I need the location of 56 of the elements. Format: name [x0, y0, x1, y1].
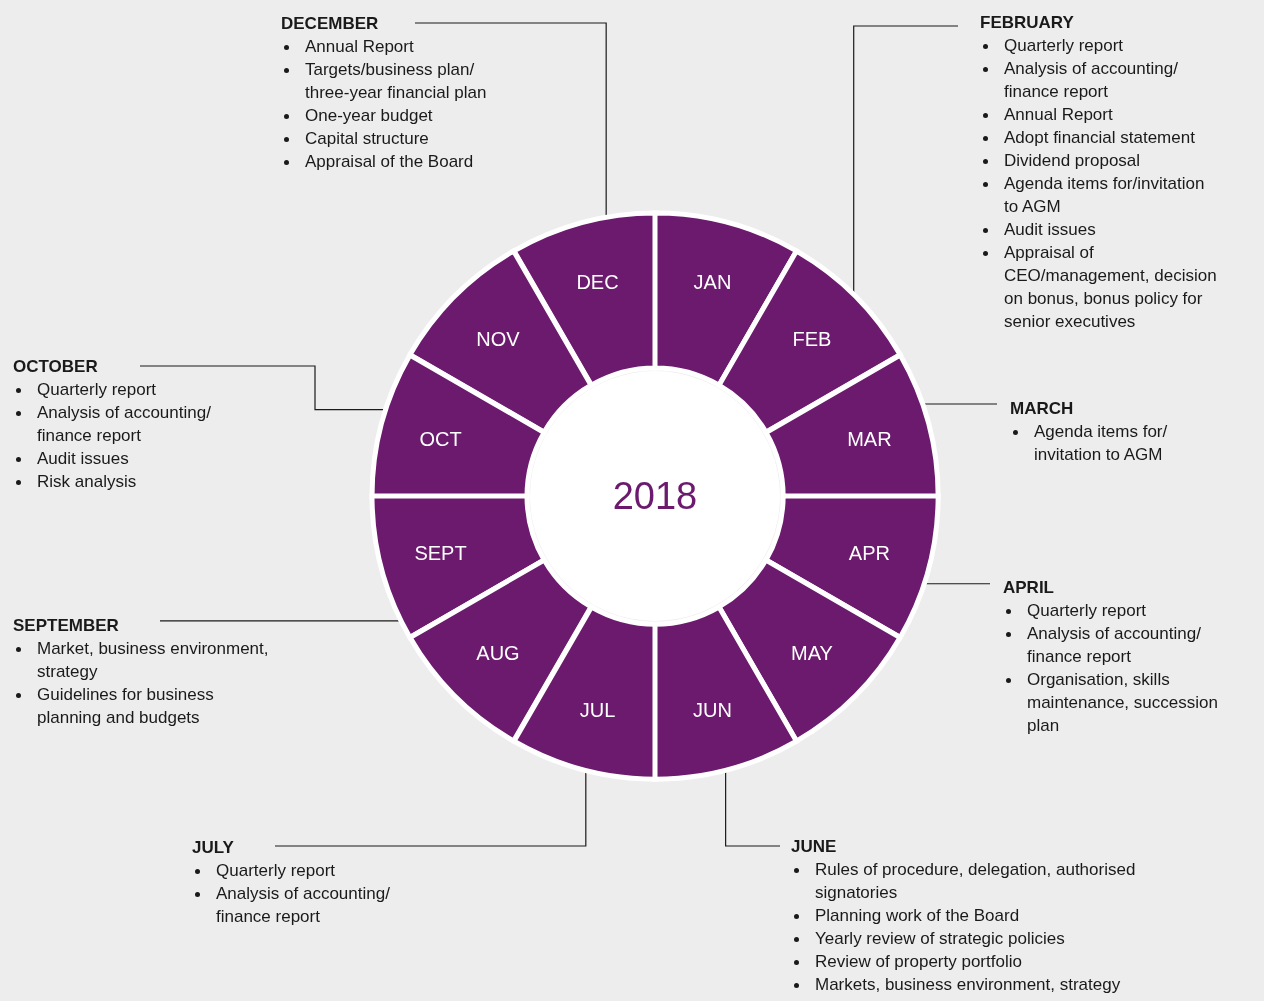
leader-line [853, 25, 959, 294]
month-label: SEPT [414, 543, 467, 564]
leader-line [274, 770, 587, 847]
agenda-item: Quarterly report [37, 380, 157, 399]
agenda-item: Targets/business plan/ three-year financial plan [305, 60, 487, 102]
leader-line [725, 770, 781, 847]
agenda-item: Planning work of the Board [815, 906, 1020, 925]
month-label: MAR [847, 428, 892, 449]
agenda-item: Quarterly report [216, 861, 336, 880]
agenda-item: Quarterly report [1027, 601, 1147, 620]
agenda-item: Risk analysis [37, 472, 137, 491]
agenda-item: Dividend proposal [1004, 151, 1141, 170]
agenda-item: Analysis of accounting/ finance report [1027, 624, 1201, 666]
agenda-item: Guidelines for business planning and budgets [37, 685, 214, 727]
agenda-item: Markets, business environment, strategy [815, 975, 1121, 994]
agenda-item: Adopt financial statement [1004, 128, 1195, 147]
agenda-item: Audit issues [1004, 220, 1096, 239]
agenda-item: Quarterly report [1004, 36, 1124, 55]
leader-line [923, 403, 998, 405]
month-label: JUN [693, 700, 732, 721]
month-heading: OCTOBER [13, 356, 98, 378]
month-label: JUL [579, 700, 616, 721]
month-label: APR [848, 543, 890, 564]
agenda-item: Annual Report [1004, 105, 1113, 124]
month-heading: DECEMBER [281, 13, 379, 35]
month-heading: APRIL [1003, 577, 1054, 599]
agenda-item: Organisation, skills maintenance, succession plan [1027, 670, 1218, 735]
month-label: NOV [476, 329, 520, 349]
agenda-item: Agenda items for/invitation to AGM [1004, 174, 1205, 216]
month-label: FEB [792, 329, 832, 349]
agenda-item: Capital structure [305, 129, 429, 148]
month-label: OCT [419, 428, 462, 449]
agenda-item: One-year budget [305, 106, 433, 125]
agenda-item: Market, business environment, strategy [37, 639, 269, 681]
year-label: 2018 [612, 473, 698, 519]
agenda-item: Audit issues [37, 449, 129, 468]
month-label: JAN [693, 271, 732, 292]
agenda-item: Yearly review of strategic policies [815, 929, 1065, 948]
month-heading: JUNE [791, 836, 837, 858]
agenda-item: Agenda items for/ invitation to AGM [1034, 422, 1168, 464]
agenda-item: Analysis of accounting/ finance report [37, 403, 211, 445]
month-heading: SEPTEMBER [13, 615, 119, 637]
month-heading: JULY [192, 837, 234, 859]
leader-line [414, 22, 607, 217]
month-heading: MARCH [1010, 398, 1074, 420]
month-label: AUG [476, 642, 520, 663]
agenda-item: Rules of procedure, delegation, authorised signatories [815, 860, 1136, 902]
agenda-item: Appraisal of the Board [305, 152, 474, 171]
agenda-item: Review of property portfolio [815, 952, 1022, 971]
agenda-item: Annual Report [305, 37, 414, 56]
month-label: DEC [576, 271, 619, 292]
month-heading: FEBRUARY [980, 12, 1074, 34]
agenda-item: Analysis of accounting/ finance report [1004, 59, 1178, 101]
agenda-item: Appraisal of CEO/management, decision on bonus, bonus policy for senior executives [1004, 243, 1217, 331]
month-label: MAY [791, 642, 833, 663]
agenda-item: Analysis of accounting/ finance report [216, 884, 390, 926]
